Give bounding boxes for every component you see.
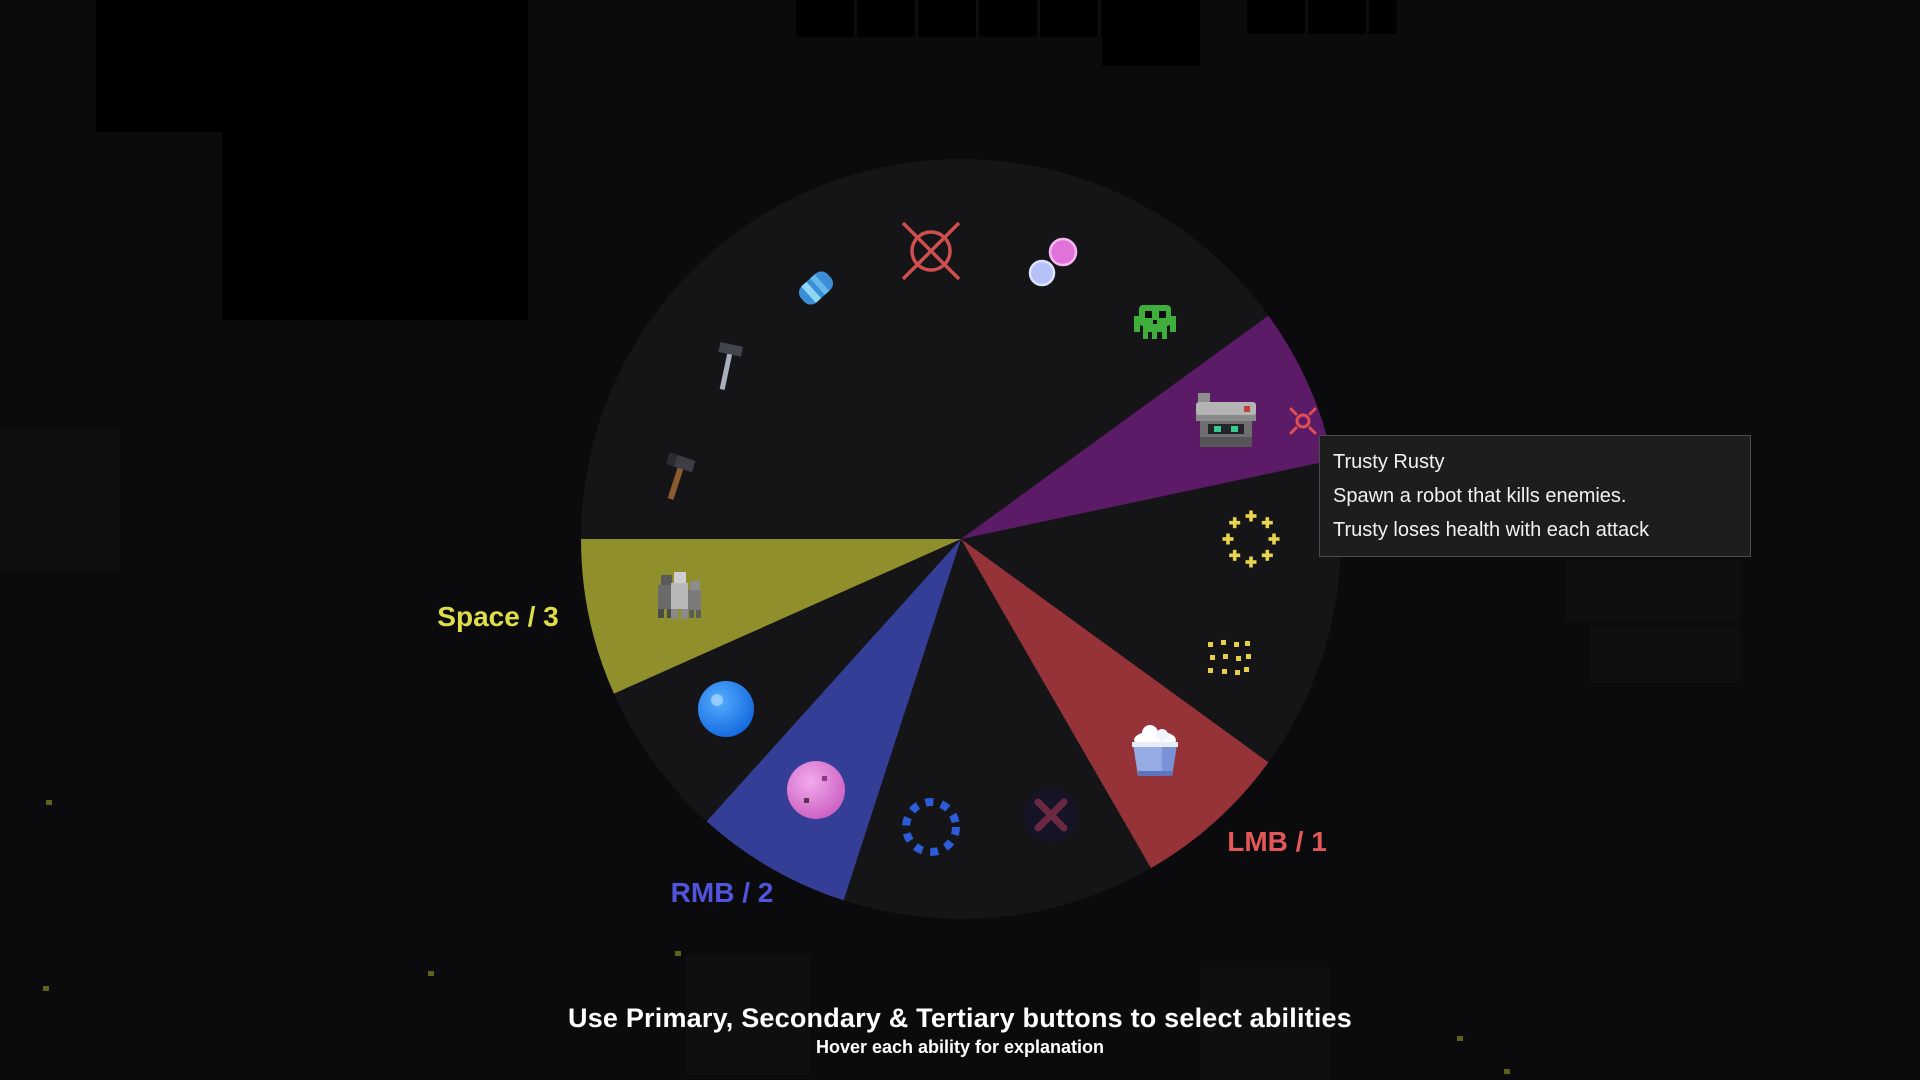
gray-mallet-icon[interactable] [711,342,743,392]
background-tile [222,130,528,320]
dashed-ring-icon[interactable] [902,798,960,856]
background-tile [1102,0,1200,66]
floor-speck [675,951,681,956]
instructions-title: Use Primary, Secondary & Tertiary button… [568,1003,1352,1033]
dark-x-icon[interactable] [1024,788,1078,842]
cursor-crosshair-icon [1289,407,1317,435]
ability-tooltip: Trusty Rusty Spawn a robot that kills en… [1319,435,1751,557]
dark-hammer-icon[interactable] [656,452,696,502]
wedge-rmb[interactable] [706,539,961,901]
rmb-key-label: RMB / 2 [671,877,774,908]
capsule-icon[interactable] [795,268,836,308]
blue-orb-icon[interactable] [698,681,754,737]
lmb-key-label: LMB / 1 [1227,826,1327,857]
crossed-target-icon[interactable] [901,221,961,281]
instructions-subtitle: Hover each ability for explanation [815,1037,1105,1057]
dots-burst-icon[interactable] [1208,640,1251,675]
background-tile [96,0,528,132]
tooltip-line: Trusty loses health with each attack [1333,519,1650,541]
floor-speck [428,971,434,976]
bubbles-icon[interactable] [1028,237,1078,287]
floor-speck [46,800,52,805]
space-key-label: Space / 3 [437,601,558,632]
tooltip-title: Trusty Rusty [1333,451,1445,473]
pink-orb-icon[interactable] [787,761,845,819]
tooltip-line: Spawn a robot that kills enemies. [1333,485,1627,507]
wedge-trusty-rusty[interactable] [961,315,1333,539]
background-tile [1247,0,1397,34]
wedge-lmb[interactable] [961,539,1269,869]
instructions: Use Primary, Secondary & Tertiary button… [0,1003,1920,1058]
robot-icon[interactable] [1196,393,1256,447]
crew-figures-icon[interactable] [658,572,701,619]
bucket-icon[interactable] [1132,725,1178,776]
floor-speck [1457,1036,1463,1041]
skull-icon[interactable] [1134,305,1176,339]
floor-speck [1504,1069,1510,1074]
floor-speck [43,986,49,991]
